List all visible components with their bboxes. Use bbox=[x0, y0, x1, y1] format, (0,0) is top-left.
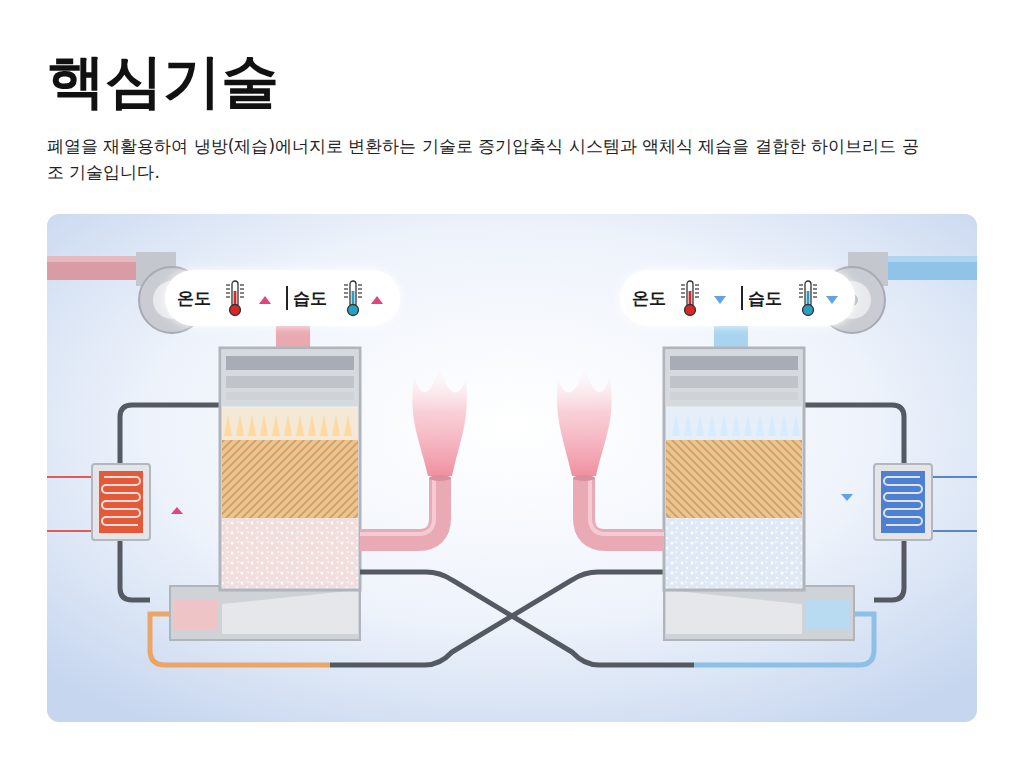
thermometer-tick bbox=[344, 296, 348, 297]
title: 핵심기술 bbox=[47, 42, 279, 120]
thermometer-tick bbox=[799, 292, 803, 293]
thermometer-tick bbox=[799, 296, 803, 297]
thermometer-tick bbox=[695, 292, 699, 293]
thermometer-tick bbox=[681, 284, 685, 285]
thermometer-tick bbox=[358, 288, 362, 289]
thermometer-tick bbox=[226, 292, 230, 293]
separator-bar bbox=[741, 286, 743, 310]
fall-arrow bbox=[841, 494, 853, 501]
info-bubble: 온도 습도 bbox=[620, 270, 855, 326]
info-bubble: 온도 습도 bbox=[165, 270, 400, 326]
thermometer-tube bbox=[687, 281, 693, 307]
rise-arrow bbox=[171, 507, 183, 514]
thermometer-tick bbox=[344, 284, 348, 285]
thermometer-tick bbox=[681, 296, 685, 297]
thermometer-tick bbox=[358, 292, 362, 293]
bubble-fill bbox=[620, 270, 855, 326]
thermometer-icon bbox=[799, 281, 817, 316]
thermometer-tick bbox=[813, 284, 817, 285]
fall-arrow bbox=[714, 296, 726, 304]
panel-ground bbox=[47, 214, 977, 722]
thermometer-tube bbox=[805, 281, 811, 307]
thermometer-tick bbox=[344, 288, 348, 289]
thermometer-tick bbox=[240, 296, 244, 297]
thermometer-tick bbox=[240, 292, 244, 293]
thermometer-tick bbox=[813, 292, 817, 293]
rise-arrow bbox=[371, 296, 383, 304]
thermometer-tick bbox=[344, 292, 348, 293]
thermometer-tick bbox=[358, 284, 362, 285]
bubble-label: 온도 bbox=[177, 290, 211, 307]
rise-arrow bbox=[259, 296, 271, 304]
thermometer-bulb bbox=[803, 305, 814, 316]
thermometer-tick bbox=[695, 288, 699, 289]
thermometer-tick bbox=[695, 296, 699, 297]
thermometer-tick bbox=[799, 288, 803, 289]
thermometer-tick bbox=[799, 284, 803, 285]
thermometer-tick bbox=[226, 296, 230, 297]
thermometer-icon bbox=[226, 281, 244, 316]
bubble-fill bbox=[165, 270, 400, 326]
thermometer-tick bbox=[240, 288, 244, 289]
thermometer-tick bbox=[226, 284, 230, 285]
separator-bar bbox=[286, 286, 288, 310]
thermometer-tick bbox=[695, 284, 699, 285]
cool-unit bbox=[360, 252, 977, 665]
bubble-label: 온도 bbox=[632, 290, 666, 307]
thermometer-tube bbox=[232, 281, 238, 307]
bubble-label: 습도 bbox=[748, 290, 782, 307]
thermometer-bulb bbox=[348, 305, 359, 316]
thermometer-tick bbox=[226, 288, 230, 289]
thermometer-tick bbox=[813, 296, 817, 297]
thermometer-tick bbox=[240, 284, 244, 285]
thermometer-tick bbox=[813, 288, 817, 289]
caption: 폐열을 재활용하여 냉방(제습)에너지로 변환하는 기술로 증기압축식 시스템과… bbox=[47, 133, 927, 185]
bubble-label: 습도 bbox=[293, 290, 327, 307]
thermometer-icon bbox=[681, 281, 699, 316]
thermometer-tube bbox=[350, 281, 356, 307]
thermometer-tick bbox=[681, 288, 685, 289]
thermometer-tick bbox=[358, 296, 362, 297]
thermometer-tick bbox=[681, 292, 685, 293]
thermometer-bulb bbox=[230, 305, 241, 316]
thermometer-icon bbox=[344, 281, 362, 316]
thermometer-bulb bbox=[685, 305, 696, 316]
fall-arrow bbox=[826, 296, 838, 304]
